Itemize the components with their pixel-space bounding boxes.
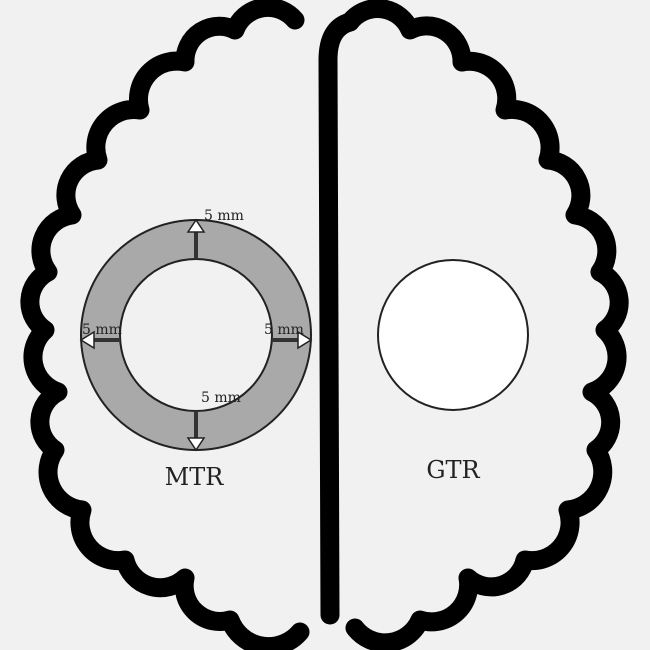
mtr-label: MTR xyxy=(165,463,225,491)
margin-label-right: 5 mm xyxy=(264,322,304,338)
margin-label-top: 5 mm xyxy=(204,208,244,224)
gtr-label: GTR xyxy=(426,456,480,484)
mtr-ring: 5 mm 5 mm 5 mm 5 mm xyxy=(79,208,313,452)
gtr-cavity-circle xyxy=(377,259,529,411)
margin-label-left: 5 mm xyxy=(82,322,122,338)
margin-arrows xyxy=(94,232,298,438)
right-hemisphere-outline xyxy=(340,0,629,650)
resection-cavity-circle xyxy=(119,258,273,412)
margin-label-bottom: 5 mm xyxy=(201,390,241,406)
